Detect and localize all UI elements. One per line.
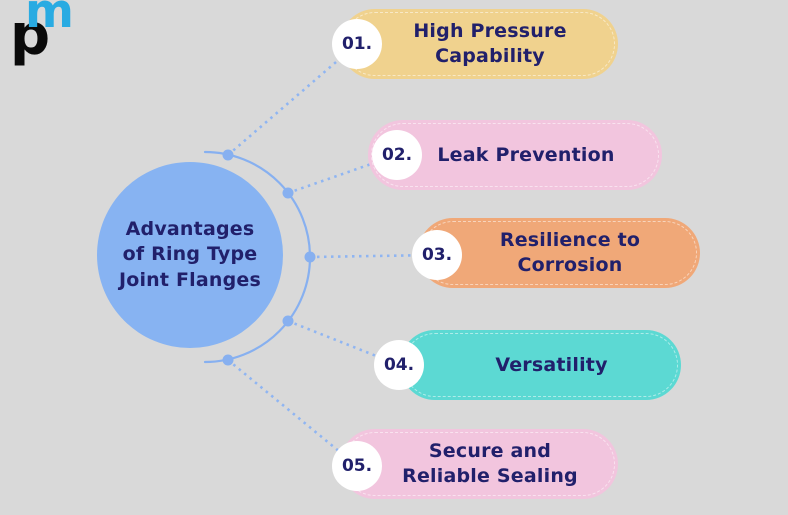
- advantage-label-5: Secure and Reliable Sealing: [402, 440, 578, 487]
- arc-dot-1: [222, 149, 234, 161]
- advantage-label-2: Leak Prevention: [437, 143, 615, 166]
- number-badge-3: 03.: [412, 230, 462, 280]
- logo-letter-p: p: [10, 3, 51, 68]
- number-badge-1: 01.: [332, 19, 382, 69]
- advantage-pill-4: Versatility: [400, 330, 681, 400]
- spoke-line-2: [287, 153, 398, 195]
- advantage-pill-1: High Pressure Capability: [340, 9, 618, 79]
- brand-logo: p m: [10, 0, 90, 72]
- advantage-label-4: Versatility: [495, 353, 608, 376]
- spoke-line-1: [227, 43, 358, 156]
- number-badge-5: 05.: [332, 441, 382, 491]
- arc-node-dots: [222, 149, 316, 366]
- arc-dot-5: [222, 354, 234, 366]
- central-topic-circle: Advantages of Ring Type Joint Flanges: [97, 162, 283, 348]
- advantage-pill-5: Secure and Reliable Sealing: [340, 429, 618, 499]
- logo-letter-m: m: [25, 0, 74, 39]
- advantage-label-1: High Pressure Capability: [413, 20, 567, 67]
- number-badge-2: 02.: [372, 130, 422, 180]
- arc-dot-4: [282, 315, 294, 327]
- central-topic-title: Advantages of Ring Type Joint Flanges: [118, 218, 262, 291]
- number-badge-4: 04.: [374, 340, 424, 390]
- advantage-label-3: Resilience to Corrosion: [499, 229, 641, 276]
- advantage-pill-3: Resilience to Corrosion: [418, 218, 700, 288]
- arc-dot-2: [282, 187, 294, 199]
- arc-dot-3: [304, 251, 316, 263]
